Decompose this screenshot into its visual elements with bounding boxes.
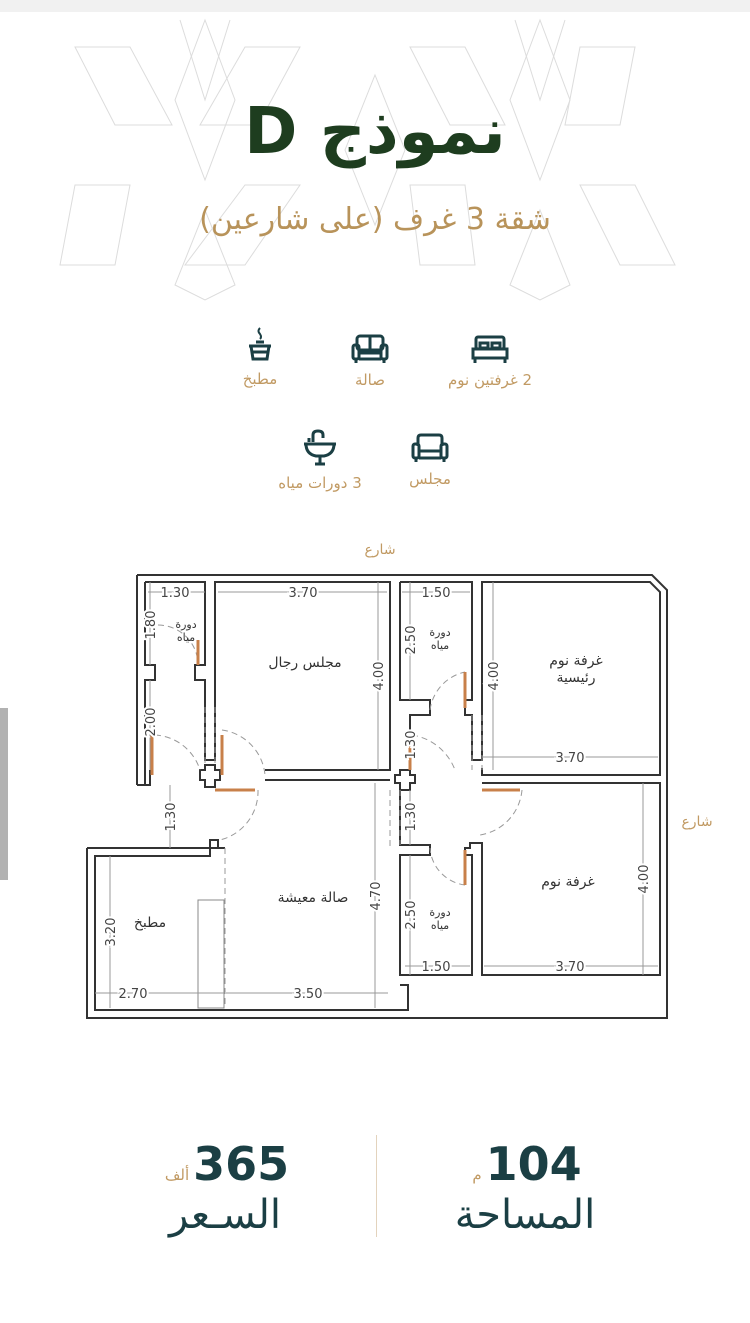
amenity-majlis: مجلس: [390, 432, 470, 488]
sink-icon: [304, 429, 336, 466]
dim-label: 3.70: [289, 586, 318, 601]
area-label: المساحة: [454, 1192, 596, 1238]
top-bar: [0, 0, 750, 12]
area-value: 104: [485, 1137, 582, 1191]
room-label-bedroom: غرفة نوم: [541, 874, 595, 890]
amenity-bedrooms: 2 غرفتين نوم: [430, 333, 550, 389]
page-subtitle: شقة 3 غرف (على شارعين): [199, 202, 551, 237]
dim-label: 4.00: [487, 662, 502, 691]
amenity-label: صالة: [355, 371, 385, 389]
cooking-pot-icon: [249, 327, 271, 361]
area-unit: م: [472, 1166, 482, 1184]
dim-label: 1.30: [164, 803, 179, 832]
dim-label: 3.70: [556, 751, 585, 766]
floor-plan: 1.30 3.70 1.50 3.70 1.50 3.70 2.70 3.50 …: [86, 542, 713, 1019]
dim-label: 1.80: [144, 611, 159, 640]
dim-label: 4.70: [369, 882, 384, 911]
price-label: السـعر: [168, 1192, 282, 1238]
scrollbar[interactable]: [0, 708, 8, 880]
amenity-living: صالة: [330, 333, 410, 389]
room-label-majlis: مجلس رجال: [268, 655, 341, 671]
amenity-label: 3 دورات مياه: [278, 474, 362, 492]
dim-label: 2.50: [404, 901, 419, 930]
dim-label: 1.30: [161, 586, 190, 601]
dim-label: 3.70: [556, 960, 585, 975]
stat-area: 104م المساحة: [430, 1138, 620, 1240]
dim-label: 2.00: [144, 708, 159, 737]
dim-label: 3.20: [104, 918, 119, 947]
room-label-living: صالة معيشة: [278, 890, 349, 906]
amenity-label: 2 غرفتين نوم: [447, 371, 533, 389]
dim-label: 1.30: [404, 803, 419, 832]
dim-label: 1.30: [404, 731, 419, 760]
decorative-pattern: [59, 18, 676, 301]
dim-label: 1.50: [422, 586, 451, 601]
amenity-label: مطبخ: [242, 370, 278, 388]
amenity-kitchen: مطبخ: [225, 326, 295, 388]
amenity-bathrooms: 3 دورات مياه: [265, 428, 375, 492]
armchair-icon: [411, 433, 449, 462]
price-unit: ألف: [164, 1166, 190, 1184]
dim-label: 4.00: [637, 865, 652, 894]
dim-label: 2.70: [119, 987, 148, 1002]
stat-price: 365ألف السـعر: [130, 1138, 320, 1240]
stats-divider: [376, 1135, 377, 1237]
dim-label: 2.50: [404, 626, 419, 655]
bed-icon: [471, 335, 509, 363]
dim-label: 4.00: [372, 662, 387, 691]
amenity-label: مجلس: [409, 470, 451, 488]
price-value: 365: [193, 1137, 290, 1191]
dim-label: 1.50: [422, 960, 451, 975]
street-label-right: شارع: [681, 814, 712, 830]
page-title: نموذج D: [244, 95, 506, 169]
sofa-icon: [351, 334, 389, 363]
street-label-top: شارع: [364, 542, 395, 558]
dim-label: 3.50: [294, 987, 323, 1002]
room-label-kitchen: مطبخ: [134, 915, 166, 931]
